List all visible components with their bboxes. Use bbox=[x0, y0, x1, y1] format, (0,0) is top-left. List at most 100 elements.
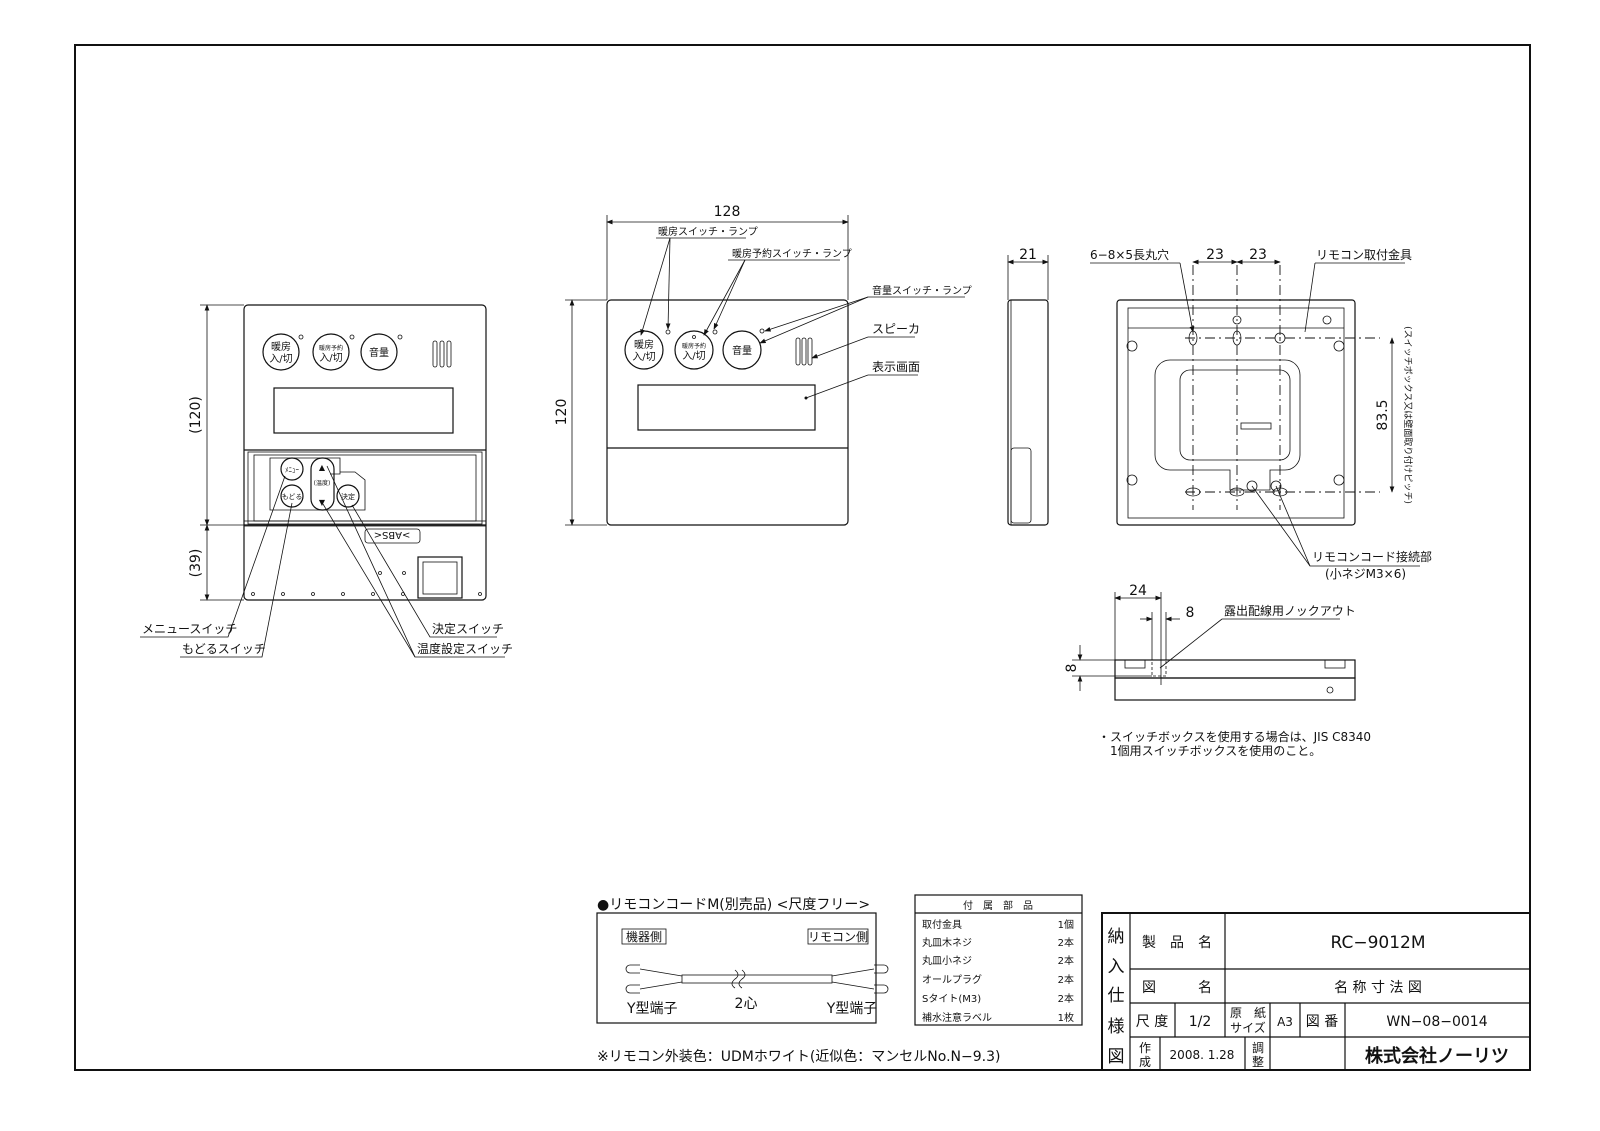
drawing-name: 名 称 寸 法 図 bbox=[1334, 980, 1422, 996]
scale-value: 1/2 bbox=[1189, 1014, 1212, 1030]
dim-height-39: (39) bbox=[188, 549, 204, 578]
label-cord-connector: リモコンコード接続部 bbox=[1312, 549, 1432, 564]
table-row: 丸皿木ネジ 2本 bbox=[922, 936, 1074, 949]
temp-button-label: (温度) bbox=[314, 479, 331, 487]
label-speaker: スピーカ bbox=[872, 322, 920, 336]
accessories-header: 付 属 部 品 bbox=[963, 899, 1033, 912]
dim-width-128: 128 bbox=[714, 204, 741, 220]
svg-text:丸皿木ネジ: 丸皿木ネジ bbox=[922, 936, 972, 949]
side-label-char: 様 bbox=[1108, 1017, 1125, 1037]
table-row: 取付金具 1個 bbox=[922, 918, 1074, 931]
label-mounting-bracket: リモコン取付金具 bbox=[1316, 247, 1412, 262]
right-terminal-label: Y型端子 bbox=[826, 1001, 878, 1017]
dim-8-horizontal: 8 bbox=[1186, 605, 1195, 621]
svg-text:▲: ▲ bbox=[319, 463, 326, 472]
heating-button-label: 暖房 bbox=[271, 340, 291, 353]
paper-size-label-2: サイズ bbox=[1230, 1020, 1266, 1035]
adjusted-label-2: 整 bbox=[1252, 1054, 1264, 1069]
reserve-button-label: 暖房予約 bbox=[682, 342, 706, 350]
label-heating-switch-lamp: 暖房スイッチ・ランプ bbox=[658, 225, 758, 238]
reserve-lamp bbox=[349, 334, 355, 340]
speaker-icon bbox=[432, 340, 452, 368]
svg-text:Sタイト(M3): Sタイト(M3) bbox=[922, 993, 981, 1005]
material-mark: >ABS< bbox=[374, 529, 411, 540]
dim-24: 24 bbox=[1129, 583, 1147, 599]
paper-size-value: A3 bbox=[1277, 1015, 1293, 1029]
heating-button-sub: 入/切 bbox=[632, 351, 655, 363]
side-label-char: 仕 bbox=[1108, 986, 1125, 1006]
core-count-label: 2心 bbox=[735, 996, 758, 1012]
menu-button bbox=[280, 457, 304, 481]
svg-text:丸皿小ネジ: 丸皿小ネジ bbox=[922, 954, 972, 967]
speaker-icon bbox=[795, 337, 813, 366]
label-temp-switch: 温度設定スイッチ bbox=[417, 641, 513, 656]
remote-cord-section: ●リモコンコードM(別売品) <尺度フリー> 機器側 リモコン側 Y型端子 2心… bbox=[596, 897, 889, 1024]
svg-text:▼: ▼ bbox=[319, 498, 326, 507]
product-name: RC−9012M bbox=[1330, 933, 1425, 953]
created-label-2: 成 bbox=[1139, 1055, 1151, 1069]
label-menu-switch: メニュースイッチ bbox=[142, 622, 237, 636]
scale-label: 尺 度 bbox=[1136, 1014, 1168, 1030]
svg-text:取付金具: 取付金具 bbox=[922, 918, 962, 931]
reserve-button-sub: 入/切 bbox=[319, 352, 342, 364]
adjusted-label: 調 bbox=[1252, 1041, 1264, 1055]
color-note: ※リモコン外装色：UDMホワイト(近似色：マンセルNo.N−9.3) bbox=[597, 1048, 1000, 1065]
drawing-no: WN−08−0014 bbox=[1386, 1014, 1487, 1030]
paper-size-label: 原 紙 bbox=[1230, 1005, 1266, 1020]
table-row: 丸皿小ネジ 2本 bbox=[922, 954, 1074, 967]
volume-lamp bbox=[397, 334, 403, 340]
dim-depth-21: 21 bbox=[1019, 247, 1037, 263]
label-reserve-switch-lamp: 暖房予約スイッチ・ランプ bbox=[732, 247, 852, 260]
left-terminal-label: Y型端子 bbox=[626, 1001, 678, 1017]
remote-side-tag: リモコン側 bbox=[808, 930, 868, 944]
dim-height-120: (120) bbox=[188, 396, 204, 434]
display-screen bbox=[273, 387, 454, 434]
back-button bbox=[280, 484, 304, 508]
svg-text:1個: 1個 bbox=[1058, 918, 1074, 931]
created-label: 作 bbox=[1139, 1041, 1151, 1055]
svg-text:オールプラグ: オールプラグ bbox=[922, 973, 982, 986]
enter-button-label: 決定 bbox=[341, 492, 355, 501]
dim-vertical-83-5: 83.5 bbox=[1375, 399, 1391, 430]
table-row: Sタイト(M3)2本 bbox=[922, 992, 1074, 1005]
label-back-switch: もどるスイッチ bbox=[182, 642, 266, 656]
note-line-2: 1個用スイッチボックスを使用のこと。 bbox=[1110, 743, 1321, 758]
volume-button-label: 音量 bbox=[732, 344, 752, 357]
svg-text:補水注意ラベル: 補水注意ラベル bbox=[922, 1011, 992, 1024]
reserve-button-sub: 入/切 bbox=[682, 350, 705, 362]
menu-button-label: ﾒﾆｭｰ bbox=[285, 466, 299, 474]
sheet-border bbox=[74, 44, 1531, 1071]
device-side-tag: 機器側 bbox=[626, 929, 662, 944]
label-slot-holes: 6−8×5長丸穴 bbox=[1090, 247, 1169, 262]
heating-button-label: 暖房 bbox=[634, 338, 654, 351]
reserve-button-label: 暖房予約 bbox=[319, 344, 343, 352]
label-connector-screw: (小ネジM3×6) bbox=[1325, 567, 1406, 581]
dim-pitch-23-left: 23 bbox=[1206, 247, 1224, 263]
side-label-char: 納 bbox=[1108, 927, 1125, 947]
table-row: 補水注意ラベル 1枚 bbox=[922, 1011, 1074, 1024]
company-logo: 株式会社ノーリツ bbox=[1365, 1045, 1509, 1067]
dim-8-vertical: 8 bbox=[1064, 664, 1080, 673]
front-view: 暖房 入/切 暖房予約 入/切 音量 128 120 暖房スイッチ・ランプ 暖房… bbox=[554, 204, 972, 526]
front-open-view: 暖房 入/切 暖房予約 入/切 音量 ﾒﾆｭｰ もどる ▲ (温度) ▼ 決定 … bbox=[140, 304, 513, 658]
product-name-label: 製 品 名 bbox=[1142, 935, 1212, 951]
cord-title: ●リモコンコードM(別売品) <尺度フリー> bbox=[597, 897, 870, 913]
side-label-char: 図 bbox=[1108, 1047, 1125, 1067]
svg-text:2本: 2本 bbox=[1058, 954, 1074, 967]
heating-lamp bbox=[298, 334, 304, 340]
bottom-view: 24 8 露出配線用ノックアウト 8 bbox=[1064, 583, 1356, 701]
drawing-name-label: 図 名 bbox=[1142, 980, 1212, 996]
label-display-screen: 表示画面 bbox=[872, 360, 920, 374]
side-label-char: 入 bbox=[1108, 957, 1125, 977]
back-button-label: もどる bbox=[282, 493, 303, 501]
title-block: 納 入 仕 様 図 製 品 名 RC−9012M 図 名 名 称 寸 法 図 尺… bbox=[1101, 912, 1531, 1071]
heating-button-sub: 入/切 bbox=[269, 353, 292, 365]
svg-text:1枚: 1枚 bbox=[1058, 1011, 1074, 1024]
side-view: 21 bbox=[1007, 247, 1049, 526]
label-knockout: 露出配線用ノックアウト bbox=[1224, 603, 1356, 618]
svg-text:2本: 2本 bbox=[1058, 936, 1074, 949]
volume-button bbox=[360, 333, 398, 371]
dim-height-120: 120 bbox=[554, 399, 570, 426]
